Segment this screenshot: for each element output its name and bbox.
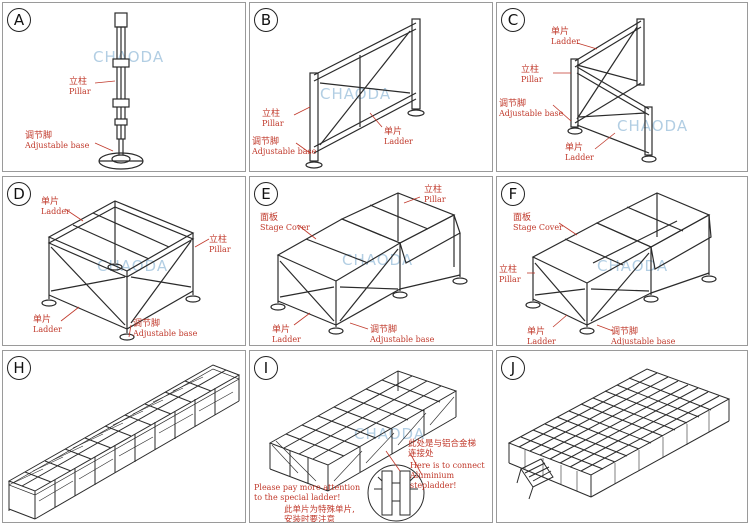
panel-d-badge: D <box>7 182 31 206</box>
note-special-zh: 此单片为特殊单片,安装时要注意 <box>284 505 355 523</box>
panel-h: H <box>2 350 246 523</box>
panel-i: I CHAODA <box>249 350 493 523</box>
double-deck-diagram <box>270 192 468 335</box>
panel-e-badge: E <box>254 182 278 206</box>
quad-deck-diagram <box>525 192 717 335</box>
watermark: CHAODA <box>354 425 426 443</box>
panel-j-badge: J <box>501 356 525 380</box>
large-stage-with-stairs-diagram <box>507 368 731 500</box>
panel-c-badge: C <box>501 8 525 32</box>
panel-i-badge: I <box>254 356 278 380</box>
stage-with-ladder-detail-diagram <box>268 370 458 522</box>
panel-a-badge: A <box>7 8 31 32</box>
pillar-diagram <box>94 12 144 170</box>
panel-h-badge: H <box>7 356 31 380</box>
watermark: CHAODA <box>342 251 414 269</box>
panel-j: J <box>496 350 748 523</box>
ladder-frame-diagram <box>293 18 425 169</box>
l-frame-diagram <box>552 18 657 163</box>
panel-f-badge: F <box>501 182 525 206</box>
long-runway-stage-diagram <box>7 364 241 520</box>
single-deck-diagram <box>41 200 210 341</box>
note-connect-zh: 此处是与铝合金梯连接处 <box>408 439 477 459</box>
watermark: CHAODA <box>93 48 165 66</box>
panel-b-badge: B <box>254 8 278 32</box>
watermark: CHAODA <box>320 85 392 103</box>
